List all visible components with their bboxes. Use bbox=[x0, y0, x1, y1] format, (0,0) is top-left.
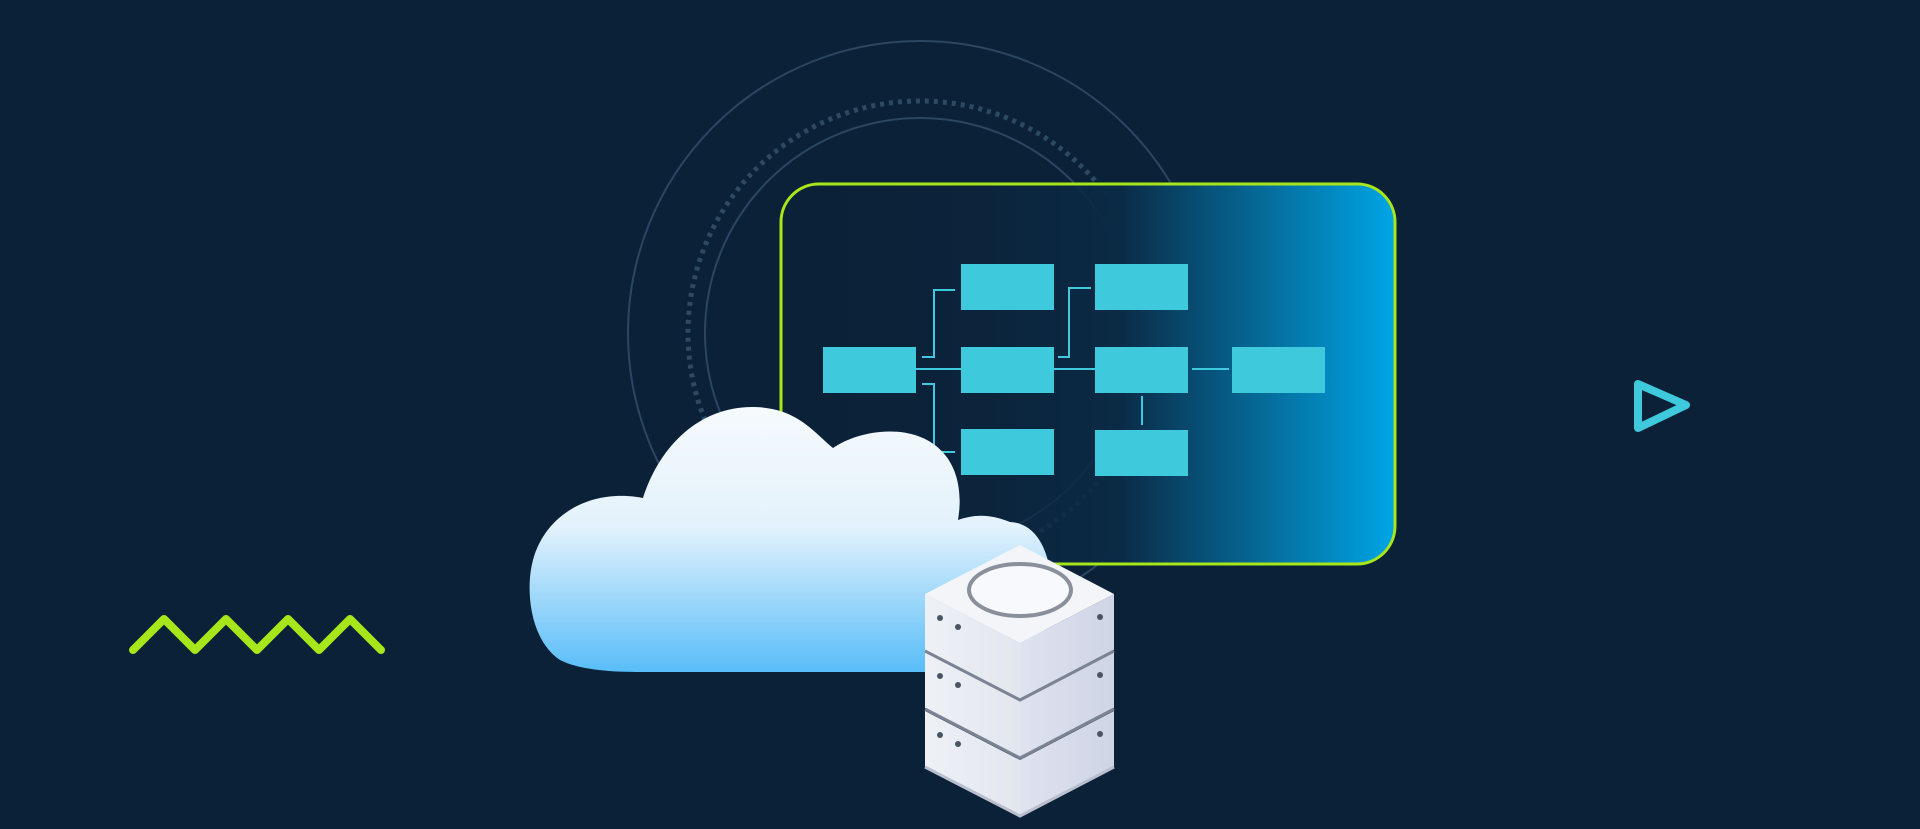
flowchart-nodes bbox=[823, 264, 1325, 476]
flow-node-bottom-left bbox=[961, 429, 1054, 475]
server-tier-middle bbox=[924, 652, 1115, 760]
flow-node-bottom-right bbox=[1095, 430, 1188, 476]
connector-start-to-bottom bbox=[922, 383, 955, 453]
cloud-icon bbox=[529, 407, 1052, 672]
connector-middle-to-top-right bbox=[1058, 287, 1091, 358]
flowchart-connectors bbox=[915, 287, 1229, 453]
server-tier-bottom bbox=[924, 711, 1115, 818]
flow-node-middle bbox=[961, 347, 1054, 393]
flow-node-top-right bbox=[1095, 264, 1188, 310]
flow-node-start bbox=[823, 347, 916, 393]
zigzag-decoration bbox=[129, 615, 385, 654]
flow-node-top-left bbox=[961, 264, 1054, 310]
vertical-light-lines bbox=[716, 86, 1306, 641]
play-triangle-icon bbox=[1634, 380, 1690, 432]
connector-start-to-top bbox=[922, 289, 955, 358]
server-tier-top bbox=[924, 545, 1115, 702]
flow-node-center bbox=[1095, 347, 1188, 393]
flow-node-end bbox=[1232, 347, 1325, 393]
server-top-ring bbox=[967, 562, 1073, 618]
server-stack-icon bbox=[924, 545, 1115, 818]
